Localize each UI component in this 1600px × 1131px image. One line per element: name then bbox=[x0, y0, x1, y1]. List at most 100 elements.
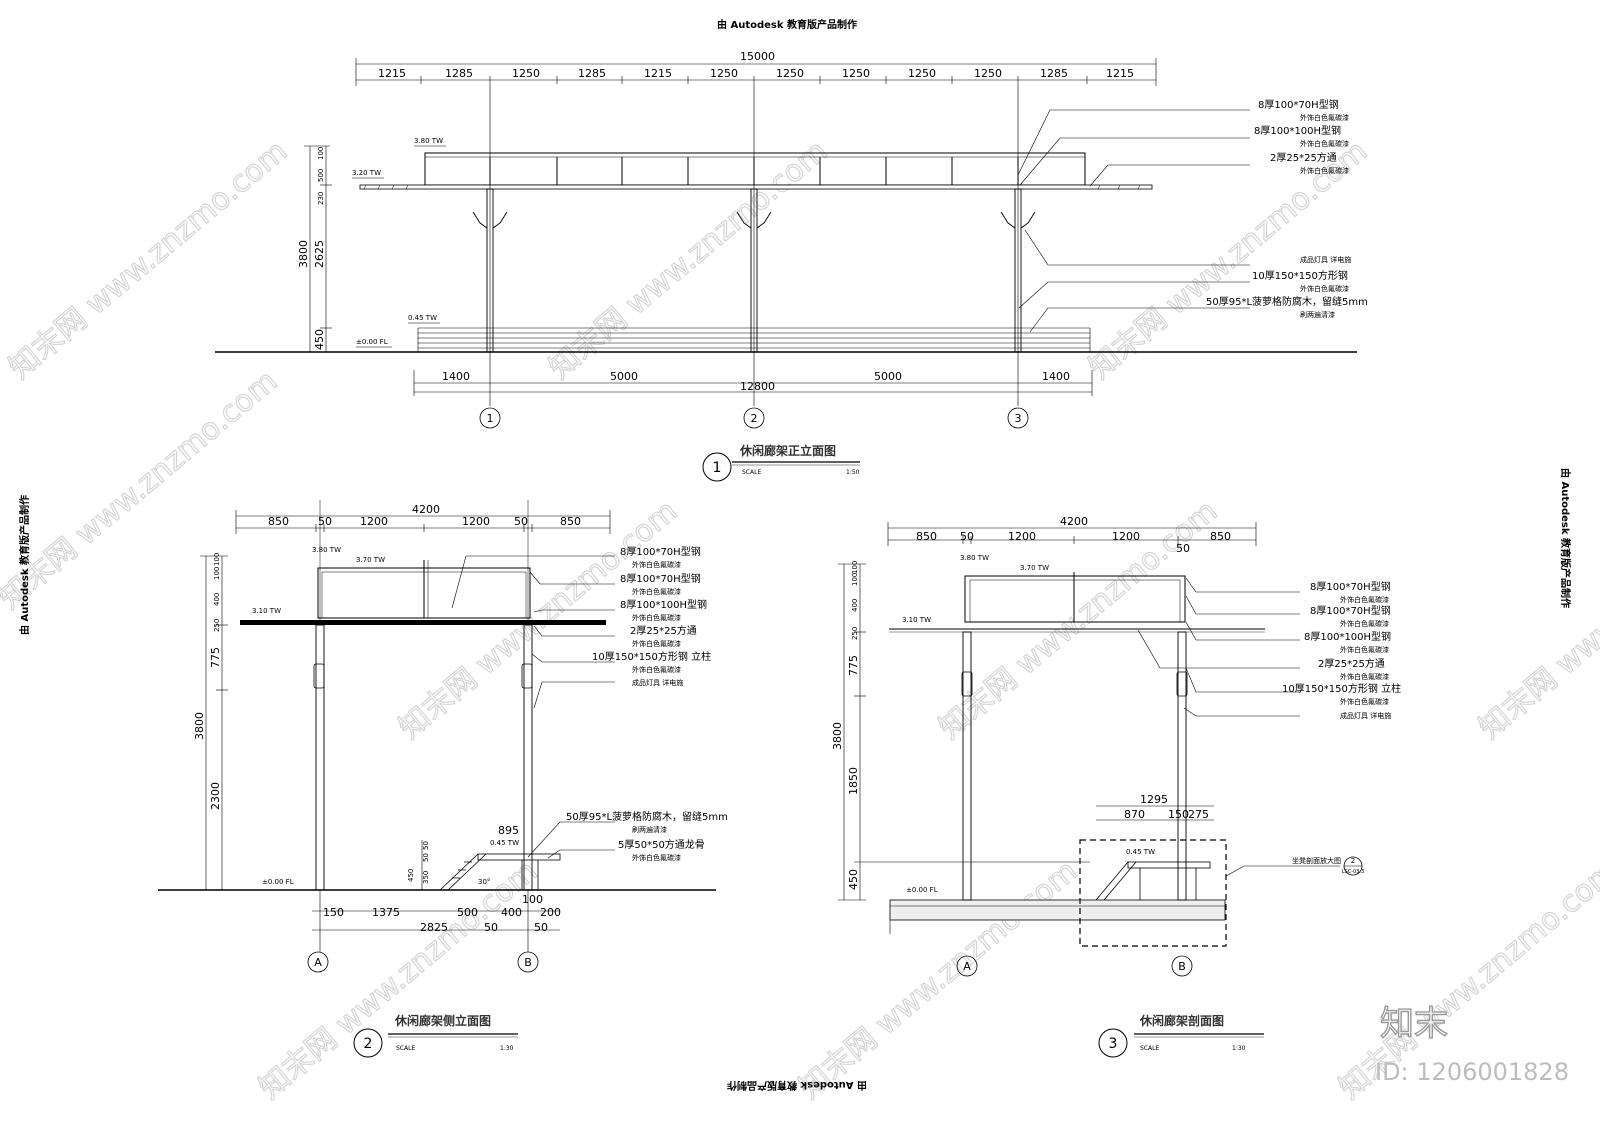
drawing-label: 850 bbox=[916, 530, 937, 543]
drawing-label: 1:30 bbox=[500, 1045, 514, 1052]
drawing-label: 0.45 TW bbox=[490, 839, 519, 847]
drawing-label: 850 bbox=[1210, 530, 1231, 543]
autodesk-stamp-right: 由 Autodesk 教育版产品制作 bbox=[1559, 468, 1572, 608]
drawing-label: 8厚100*100H型钢 bbox=[620, 598, 707, 611]
drawing-label: 50厚95*L菠萝格防腐木，留缝5mm bbox=[566, 810, 728, 823]
drawing-label: 1250 bbox=[710, 67, 738, 80]
drawing-label: 150 bbox=[323, 906, 344, 919]
drawing-label: 外饰白色氟碳漆 bbox=[1340, 595, 1389, 604]
drawing-label: B bbox=[1178, 960, 1186, 973]
drawing-label: 3800 bbox=[831, 722, 844, 750]
drawing-label: 250 bbox=[213, 619, 221, 632]
id-label: ID: 1206001828 bbox=[1375, 1058, 1569, 1086]
drawing-label: 10厚150*150方形钢 bbox=[1252, 269, 1348, 282]
drawing-label: 0.45 TW bbox=[1126, 848, 1155, 856]
drawing-label: 50 bbox=[318, 515, 332, 528]
drawing-label: 成品灯具 详电施 bbox=[1340, 711, 1391, 720]
drawing-label: 1200 bbox=[1008, 530, 1036, 543]
drawing-label: 50 bbox=[514, 515, 528, 528]
drawing-label: 外饰白色氟碳漆 bbox=[1300, 284, 1349, 293]
drawing-label: 50 bbox=[960, 530, 974, 543]
annotation-notes: 8厚100*70H型钢 外饰白色氟碳漆 8厚100*100H型钢 外饰白色氟碳漆… bbox=[1206, 98, 1368, 319]
drawing-label: 50 bbox=[484, 921, 498, 934]
level-label: 3.80 TW bbox=[414, 137, 443, 145]
leader-lines bbox=[1017, 109, 1250, 333]
drawing-label: 500 bbox=[457, 906, 478, 919]
watermark-text: 知末网 www.znzmo.com bbox=[1473, 494, 1600, 746]
drawing-label: 外饰白色氟碳漆 bbox=[1340, 672, 1389, 681]
drawing-label: 8厚100*100H型钢 bbox=[1304, 630, 1391, 643]
drawing-label: 1200 bbox=[1112, 530, 1140, 543]
drawing-label: 895 bbox=[498, 824, 519, 837]
drawing-label: 50 bbox=[534, 921, 548, 934]
drawing-label: 400 bbox=[501, 906, 522, 919]
drawing-label: 1250 bbox=[776, 67, 804, 80]
drawing-label: 100 bbox=[851, 573, 859, 586]
drawing-label: 100 bbox=[317, 147, 325, 160]
drawing-label: 1250 bbox=[842, 67, 870, 80]
drawing-label: 3800 bbox=[193, 712, 206, 740]
drawing-label: 50 bbox=[1176, 542, 1190, 555]
drawing-label: 8厚100*70H型钢 bbox=[1258, 98, 1339, 111]
drawing-label: 5000 bbox=[874, 370, 902, 383]
drawing-label: 450 bbox=[313, 329, 326, 350]
drawing-label: 1285 bbox=[578, 67, 606, 80]
drawing-label: 2625 bbox=[313, 240, 326, 268]
drawing-number-bubble bbox=[702, 452, 732, 482]
drawing-label: 50 bbox=[422, 841, 430, 850]
drawing-label: 10厚150*150方形钢 立柱 bbox=[1282, 682, 1401, 695]
drawing-label: 100 bbox=[522, 893, 543, 906]
drawing-label: SCALE bbox=[1140, 1045, 1159, 1052]
drawing-label: 2厚25*25方通 bbox=[630, 624, 697, 637]
drawing-label: 1200 bbox=[462, 515, 490, 528]
drawing-label: 1285 bbox=[445, 67, 473, 80]
drawing-label: 250 bbox=[851, 627, 859, 640]
level-label: ±0.00 FL bbox=[356, 338, 388, 346]
drawing-label: 100 bbox=[213, 553, 221, 566]
watermark-text: 知末网 www.znzmo.com bbox=[793, 854, 1084, 1106]
drawing-label: 外饰白色氟碳漆 bbox=[632, 639, 681, 648]
drawing-label: 1250 bbox=[974, 67, 1002, 80]
drawing-label: 1250 bbox=[908, 67, 936, 80]
drawing-label: 450 bbox=[847, 869, 860, 890]
drawing-label: 外饰白色氟碳漆 bbox=[1300, 113, 1349, 122]
ground-section bbox=[889, 899, 1226, 921]
drawing-label: 坐凳剖面放大图 bbox=[1292, 856, 1341, 865]
dimension-total: 15000 bbox=[740, 50, 775, 63]
drawing-label: 3.10 TW bbox=[252, 607, 281, 615]
drawing-label: 4200 bbox=[1060, 515, 1088, 528]
drawing-label: 1250 bbox=[512, 67, 540, 80]
drawing-label: 2厚25*25方通 bbox=[1270, 151, 1337, 164]
drawing-label: 3.70 TW bbox=[1020, 564, 1049, 572]
lamp-fixture bbox=[961, 671, 973, 697]
drawing-label: LSC-03.3 bbox=[1342, 869, 1364, 875]
drawing-label: 150 bbox=[1168, 808, 1189, 821]
drawing-label: 200 bbox=[540, 906, 561, 919]
autodesk-stamp-bottom: 由 Autodesk 教育版产品制作 bbox=[727, 1079, 867, 1092]
drawing-label: 1:30 bbox=[1232, 1045, 1246, 1052]
lamp-fixtures bbox=[472, 211, 1036, 229]
drawing-label: 8厚100*70H型钢 bbox=[620, 572, 701, 585]
lamp-fixture bbox=[521, 663, 533, 689]
drawing-label: 1215 bbox=[1106, 67, 1134, 80]
drawing-number: 1 bbox=[713, 460, 722, 476]
drawing-label: 30° bbox=[478, 878, 490, 886]
drawing-label: 3.10 TW bbox=[902, 616, 931, 624]
drawing-label: 3.80 TW bbox=[960, 554, 989, 562]
drawing-label: 2 bbox=[364, 1036, 373, 1052]
drawing-label: 775 bbox=[847, 655, 860, 676]
drawing-label: 成品灯具 详电施 bbox=[1300, 255, 1351, 264]
dimension-values: 1215 1285 1250 1285 1215 1250 1250 1250 … bbox=[378, 67, 1134, 80]
drawing-title: 休闲廊架正立面图 bbox=[739, 443, 836, 458]
drawing-label: 870 bbox=[1124, 808, 1145, 821]
lamp-fixture bbox=[1176, 671, 1188, 697]
drawing-label: 外饰白色氟碳漆 bbox=[632, 665, 681, 674]
watermark-text: 知末网 www.znzmo.com bbox=[0, 364, 284, 616]
drawing-label: 1375 bbox=[372, 906, 400, 919]
level-label: 0.45 TW bbox=[408, 314, 437, 322]
drawing-label: 1200 bbox=[360, 515, 388, 528]
drawing-label: 100 bbox=[213, 567, 221, 580]
level-label: 3.20 TW bbox=[352, 169, 381, 177]
drawing-label: 成品灯具 详电施 bbox=[632, 678, 683, 687]
